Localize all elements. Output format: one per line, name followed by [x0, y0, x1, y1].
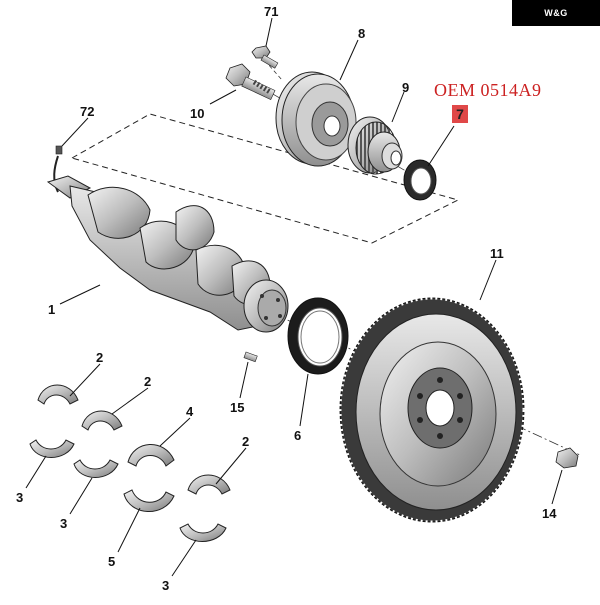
callout-2c: 2: [242, 434, 249, 449]
callout-2b: 2: [144, 374, 151, 389]
callout-1: 1: [48, 302, 55, 317]
highlighted-callout-7: 7: [452, 105, 468, 123]
callout-2a: 2: [96, 350, 103, 365]
crankshaft-1: [46, 175, 289, 333]
brand-logo: W&G: [512, 0, 600, 26]
sensor-72: [53, 145, 63, 193]
front-oil-seal-7: [403, 159, 437, 201]
rear-oil-seal-6: [287, 297, 349, 375]
callout-6: 6: [294, 428, 301, 443]
bolt-71: [251, 45, 279, 69]
callout-5: 5: [108, 554, 115, 569]
callout-10: 10: [190, 106, 204, 121]
callout-11: 11: [490, 246, 504, 261]
flywheel-bolt-14: [555, 447, 579, 469]
bolt-10: [225, 63, 276, 100]
callout-71: 71: [264, 4, 278, 19]
leader-lines: [25, 17, 563, 577]
callout-3a: 3: [16, 490, 23, 505]
damper-pulley-8: [275, 71, 357, 167]
dowel-pin-15: [243, 351, 258, 363]
bolt-axis-line: [259, 54, 283, 81]
oem-part-number: OEM 0514A9: [434, 80, 542, 100]
callout-9: 9: [402, 80, 409, 95]
callout-labels: 71 8 10 9 72 11 1 6 15 14 2 2 4 2 3 3 5 …: [16, 4, 557, 593]
callout-72: 72: [80, 104, 94, 119]
callout-4: 4: [186, 404, 194, 419]
callout-3c: 3: [162, 578, 169, 593]
timing-sprocket-9: [347, 116, 403, 175]
flywheel-11: [338, 296, 526, 524]
callout-15: 15: [230, 400, 244, 415]
callout-3b: 3: [60, 516, 67, 531]
callout-8: 8: [358, 26, 365, 41]
callout-14: 14: [542, 506, 557, 521]
